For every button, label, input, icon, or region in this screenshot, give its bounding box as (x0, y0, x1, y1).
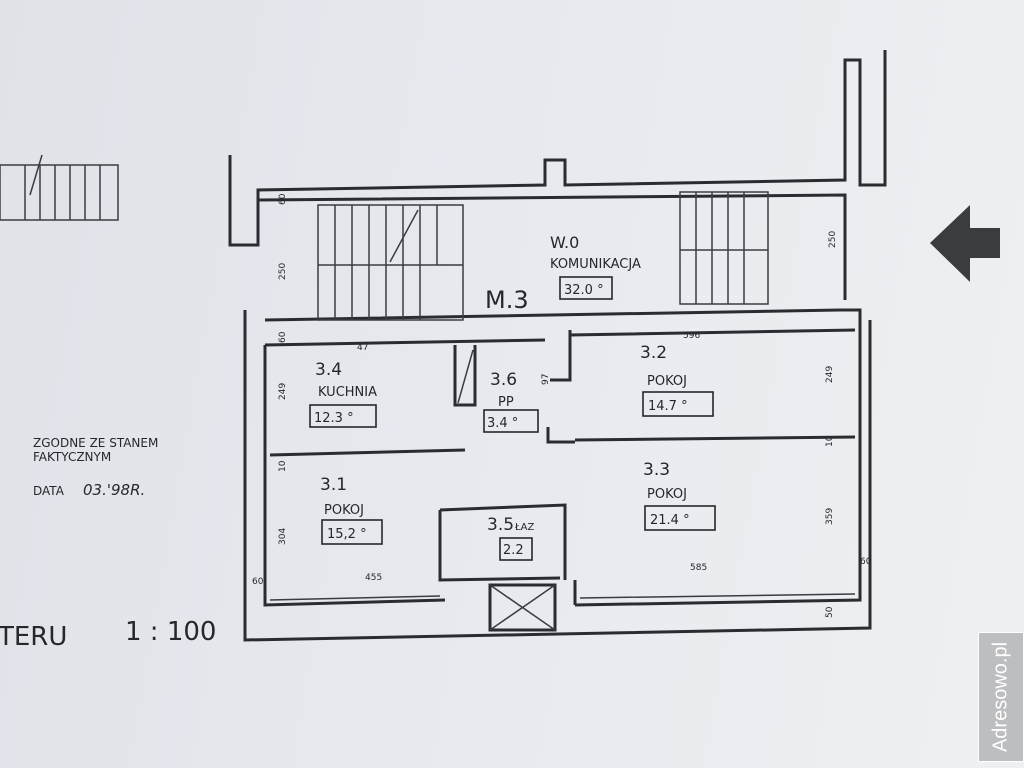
dimension: 60 (860, 557, 872, 567)
dimension: 47 (357, 343, 368, 353)
dimension: 455 (365, 573, 382, 583)
room-number: 3.2 (640, 343, 667, 363)
room-number: 3.5 (487, 515, 514, 535)
room-number: 3.4 (315, 360, 342, 380)
staircase-right (679, 191, 769, 305)
room-area: 3.4 ° (487, 416, 518, 431)
dimension: 10 (278, 460, 288, 472)
watermark-text: Adresowo.pl (989, 641, 1012, 753)
room-3-4: 3.4 KUCHNIA 12.3 ° (309, 360, 377, 428)
dimension: 60 (278, 331, 288, 343)
room-area: 32.0 ° (564, 283, 604, 298)
room-name: KOMUNIKACJA (550, 257, 641, 272)
room-name: POKOJ (324, 503, 364, 518)
room-number: 3.3 (643, 460, 670, 480)
room-name: ŁAZ (514, 522, 534, 533)
dimension: 50 (825, 606, 835, 618)
stamp: ZGODNE ZE STANEM FAKTYCZNYM DATA 03.'98R… (33, 436, 158, 499)
room-area: 14.7 ° (648, 399, 688, 414)
arrow-left-icon (930, 205, 1000, 282)
stamp-date-label: DATA (33, 484, 65, 498)
dimension-labels: 60 250 60 249 10 304 60 455 585 359 50 6… (252, 193, 872, 618)
stamp-date-value: 03.'98R. (83, 481, 145, 499)
dimension: 585 (690, 563, 707, 573)
room-3-3: 3.3 POKOJ 21.4 ° (643, 460, 716, 531)
room-3-5: 3.5 ŁAZ 2.2 (487, 515, 534, 561)
dimension: 249 (825, 366, 835, 383)
walls (228, 50, 887, 642)
room-area: 12.3 ° (314, 411, 354, 426)
stamp-line: FAKTYCZNYM (33, 450, 111, 464)
staircase-left (317, 204, 464, 321)
adjacent-stair (0, 154, 119, 221)
room-name: KUCHNIA (318, 385, 377, 400)
dimension: 60 (252, 577, 264, 587)
dimension: 250 (278, 263, 288, 280)
room-w0: W.0 KOMUNIKACJA 32.0 ° (550, 233, 641, 300)
unit-label: M.3 (485, 286, 529, 314)
room-name: POKOJ (647, 374, 687, 389)
scale-label: 1 : 100 (125, 617, 216, 647)
stamp-line: ZGODNE ZE STANEM (33, 436, 158, 450)
dimension: 249 (278, 383, 288, 400)
title-fragment: TERU (0, 622, 67, 652)
dimension: 10 (825, 435, 835, 447)
dimension: 97 (541, 374, 551, 385)
room-number: 3.6 (490, 370, 517, 390)
room-3-2: 3.2 POKOJ 14.7 ° (640, 343, 714, 417)
room-number: W.0 (550, 233, 579, 252)
room-area: 15,2 ° (327, 527, 367, 542)
room-area: 21.4 ° (650, 513, 690, 528)
dimension: 304 (278, 528, 288, 545)
dimension: 596 (683, 331, 700, 341)
dimension: 359 (825, 508, 835, 525)
room-3-6: 3.6 PP 3.4 ° (483, 370, 539, 433)
room-name: PP (498, 395, 514, 410)
watermark: Adresowo.pl (978, 632, 1024, 762)
room-number: 3.1 (320, 475, 347, 495)
room-name: POKOJ (647, 487, 687, 502)
dimension: 60 (278, 193, 288, 205)
room-area: 2.2 (503, 543, 524, 558)
room-3-1: 3.1 POKOJ 15,2 ° (320, 475, 383, 545)
dimension: 250 (828, 231, 838, 248)
